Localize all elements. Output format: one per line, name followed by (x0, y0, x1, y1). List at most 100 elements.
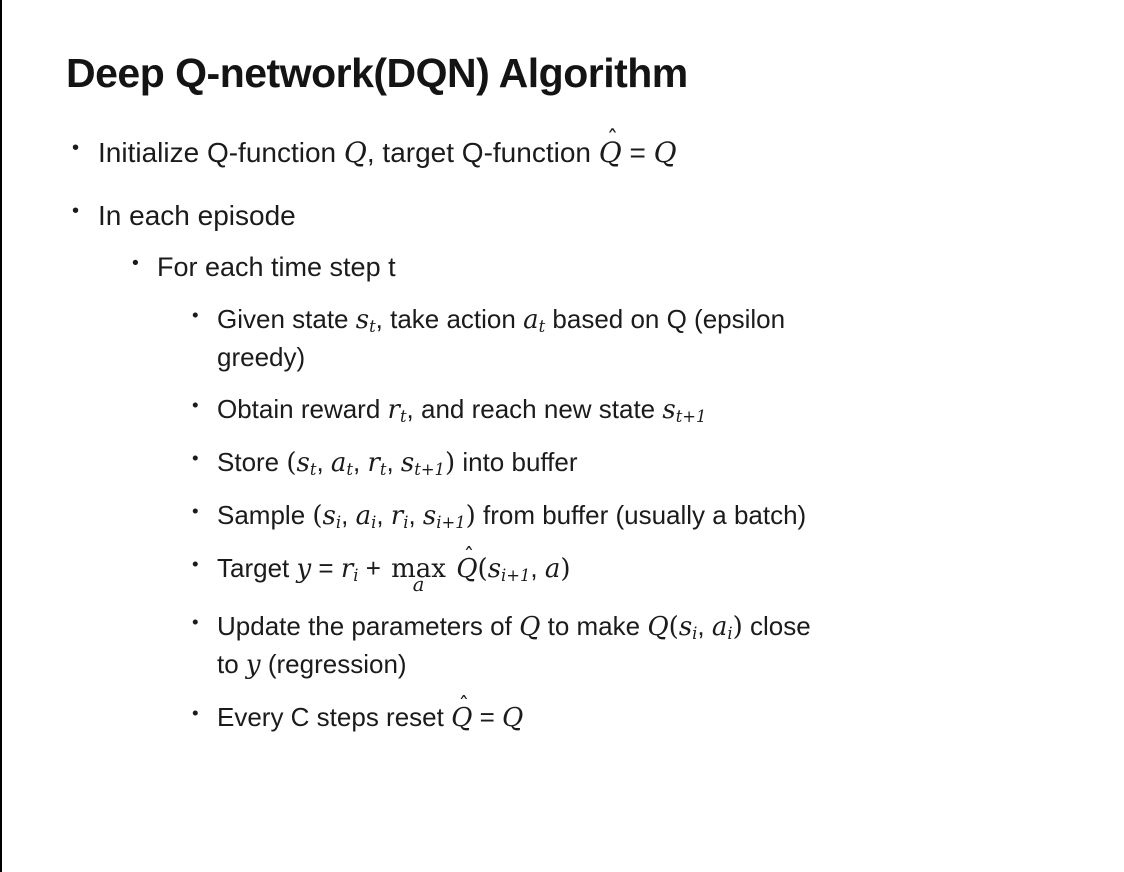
math-variable: st (355, 305, 376, 337)
bullet-item: • In each episode (2, 196, 1124, 235)
bullet-marker-icon: • (192, 447, 199, 469)
bullet-text: For each time step t (157, 249, 396, 287)
text-run: (regression) (260, 648, 407, 679)
bullet-text: Every C steps reset Q = Q (217, 699, 523, 737)
math-variable: Q (519, 611, 541, 642)
math-paren: ) (560, 553, 571, 584)
bullet-item: • Every C steps reset Q = Q (2, 699, 1124, 737)
bullet-marker-icon: • (132, 251, 139, 274)
math-paren: ( (668, 611, 679, 642)
math-variable-hat: Q (456, 551, 477, 588)
bullet-item: • Obtain reward rt, and reach new state s… (2, 391, 1124, 429)
math-variable: y (296, 553, 312, 584)
text-run: , (316, 447, 331, 478)
math-variable: Q (502, 702, 524, 733)
text-run: into buffer (455, 447, 578, 478)
text-run: , (697, 610, 712, 641)
bullet-text: Obtain reward rt, and reach new state st… (217, 391, 706, 429)
text-run: Target (217, 552, 297, 583)
text-run: For each time step t (157, 251, 396, 282)
text-run: In each episode (98, 200, 296, 232)
bullet-item: •Update the parameters of Q to make Q(si… (2, 608, 1124, 684)
text-run: , target Q-function (366, 137, 599, 169)
math-variable: Q (653, 136, 677, 170)
text-run: close (742, 610, 811, 641)
text-run: , (353, 447, 368, 478)
math-paren: ( (286, 448, 297, 479)
text-run: Every C steps reset (217, 701, 452, 732)
math-variable: y (245, 649, 261, 680)
bullet-marker-icon: • (192, 304, 199, 326)
bullet-marker-icon: • (192, 701, 199, 723)
bullet-list: •Initialize Q-function Q, target Q-funct… (2, 133, 1124, 736)
math-variable: si (678, 611, 698, 643)
math-paren: ( (312, 500, 323, 531)
math-variable: si+1 (487, 553, 531, 585)
text-run: = (472, 701, 503, 732)
math-variable: at (330, 448, 353, 480)
bullet-marker-icon: • (192, 610, 199, 632)
text-run: to (217, 648, 246, 679)
math-paren: ) (465, 500, 476, 531)
math-variable: ai (711, 611, 733, 643)
bullet-text: Initialize Q-function Q, target Q-functi… (98, 133, 677, 172)
math-variable: ai (355, 500, 377, 533)
text-run: based on Q (epsilon (545, 304, 786, 335)
text-run: Obtain reward (217, 394, 388, 425)
math-variable: rt (387, 395, 407, 427)
math-variable-hat: Q (599, 133, 622, 172)
text-run: = (311, 552, 341, 583)
bullet-marker-icon: • (72, 137, 80, 160)
math-variable: Q (343, 136, 367, 170)
bullet-marker-icon: • (192, 552, 199, 574)
text-run: , (408, 499, 423, 530)
bullet-marker-icon: • (192, 394, 199, 416)
math-variable: si+1 (422, 500, 466, 533)
text-run: , (341, 499, 356, 530)
bullet-item: •Initialize Q-function Q, target Q-funct… (2, 133, 1124, 172)
bullet-text: Store (st, at, rt, st+1) into buffer (217, 444, 578, 482)
bullet-item: • For each time step t (2, 249, 1124, 287)
bullet-item: • Sample (si, ai, ri, si+1) from buffer (… (2, 497, 1124, 535)
text-run (449, 553, 456, 583)
text-run: , take action (375, 304, 524, 335)
bullet-marker-icon: • (72, 200, 80, 223)
bullet-text: Sample (si, ai, ri, si+1) from buffer (u… (217, 497, 806, 535)
math-variable-hat: Q (451, 700, 472, 737)
math-paren: ( (477, 553, 488, 584)
bullet-item: • Given state st, take action at based on… (2, 301, 1124, 376)
bullet-text: Given state st, take action at based on … (217, 301, 785, 376)
math-variable: st+1 (662, 395, 707, 427)
math-paren: ) (732, 611, 743, 642)
text-run: = (621, 137, 654, 169)
text-run: Store (217, 447, 287, 478)
bullet-marker-icon: • (192, 500, 199, 522)
text-run: from buffer (usually a batch) (475, 499, 807, 530)
text-run: , (376, 499, 391, 530)
math-variable: si (322, 500, 342, 533)
text-run: to make (540, 610, 648, 641)
text-run: , (530, 552, 545, 583)
bullet-text: In each episode (98, 196, 296, 235)
text-run: Sample (217, 499, 313, 530)
math-variable: rt (367, 448, 387, 480)
text-run: greedy) (217, 342, 306, 373)
math-variable: st (296, 448, 317, 480)
math-variable: st+1 (400, 448, 445, 480)
bullet-item: • Store (st, at, rt, st+1) into buffer (2, 444, 1124, 482)
bullet-text: Update the parameters of Q to make Q(si,… (217, 608, 811, 684)
math-variable: at (523, 305, 546, 337)
math-variable: Q (647, 611, 669, 642)
math-variable: a (544, 553, 561, 584)
math-variable: ri (390, 500, 409, 533)
text-run: Initialize Q-function (98, 137, 344, 169)
math-paren: ) (444, 448, 456, 479)
text-run: , (386, 447, 401, 478)
text-run: Given state (217, 304, 356, 335)
text-run: Update the parameters of (217, 610, 520, 641)
page-title: Deep Q-network(DQN) Algorithm (66, 50, 688, 96)
